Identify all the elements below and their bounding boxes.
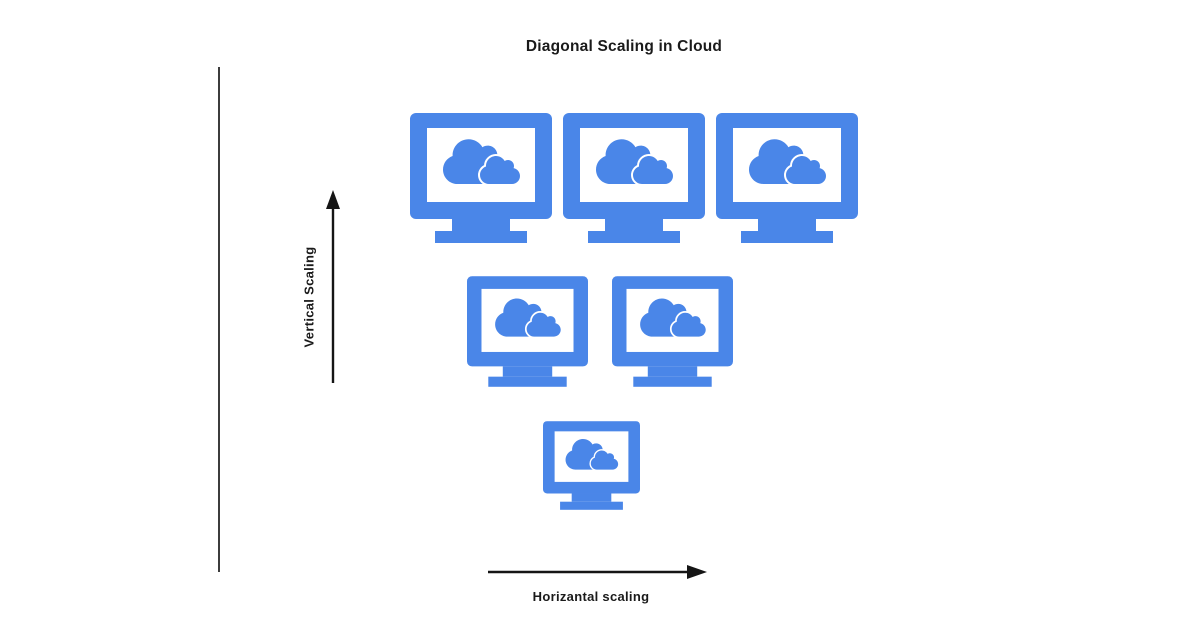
monitor-cloud-icon <box>612 276 733 387</box>
monitor-row-bottom <box>543 421 640 510</box>
monitor-cloud-icon <box>410 113 552 243</box>
monitor-cloud-icon <box>467 276 588 387</box>
monitor-cloud-icon <box>716 113 858 243</box>
horizontal-scaling-arrow-icon <box>488 565 707 579</box>
monitor-cloud-icon <box>563 113 705 243</box>
vertical-axis-label: Vertical Scaling <box>301 246 317 348</box>
vertical-scaling-arrow-icon <box>326 190 340 383</box>
page-title: Diagonal Scaling in Cloud <box>525 38 723 55</box>
left-axis-line <box>218 67 220 572</box>
monitor-row-middle <box>467 276 733 387</box>
monitor-cloud-icon <box>543 421 640 510</box>
horizontal-axis-label: Horizantal scaling <box>532 589 650 604</box>
monitor-row-top <box>410 113 858 243</box>
